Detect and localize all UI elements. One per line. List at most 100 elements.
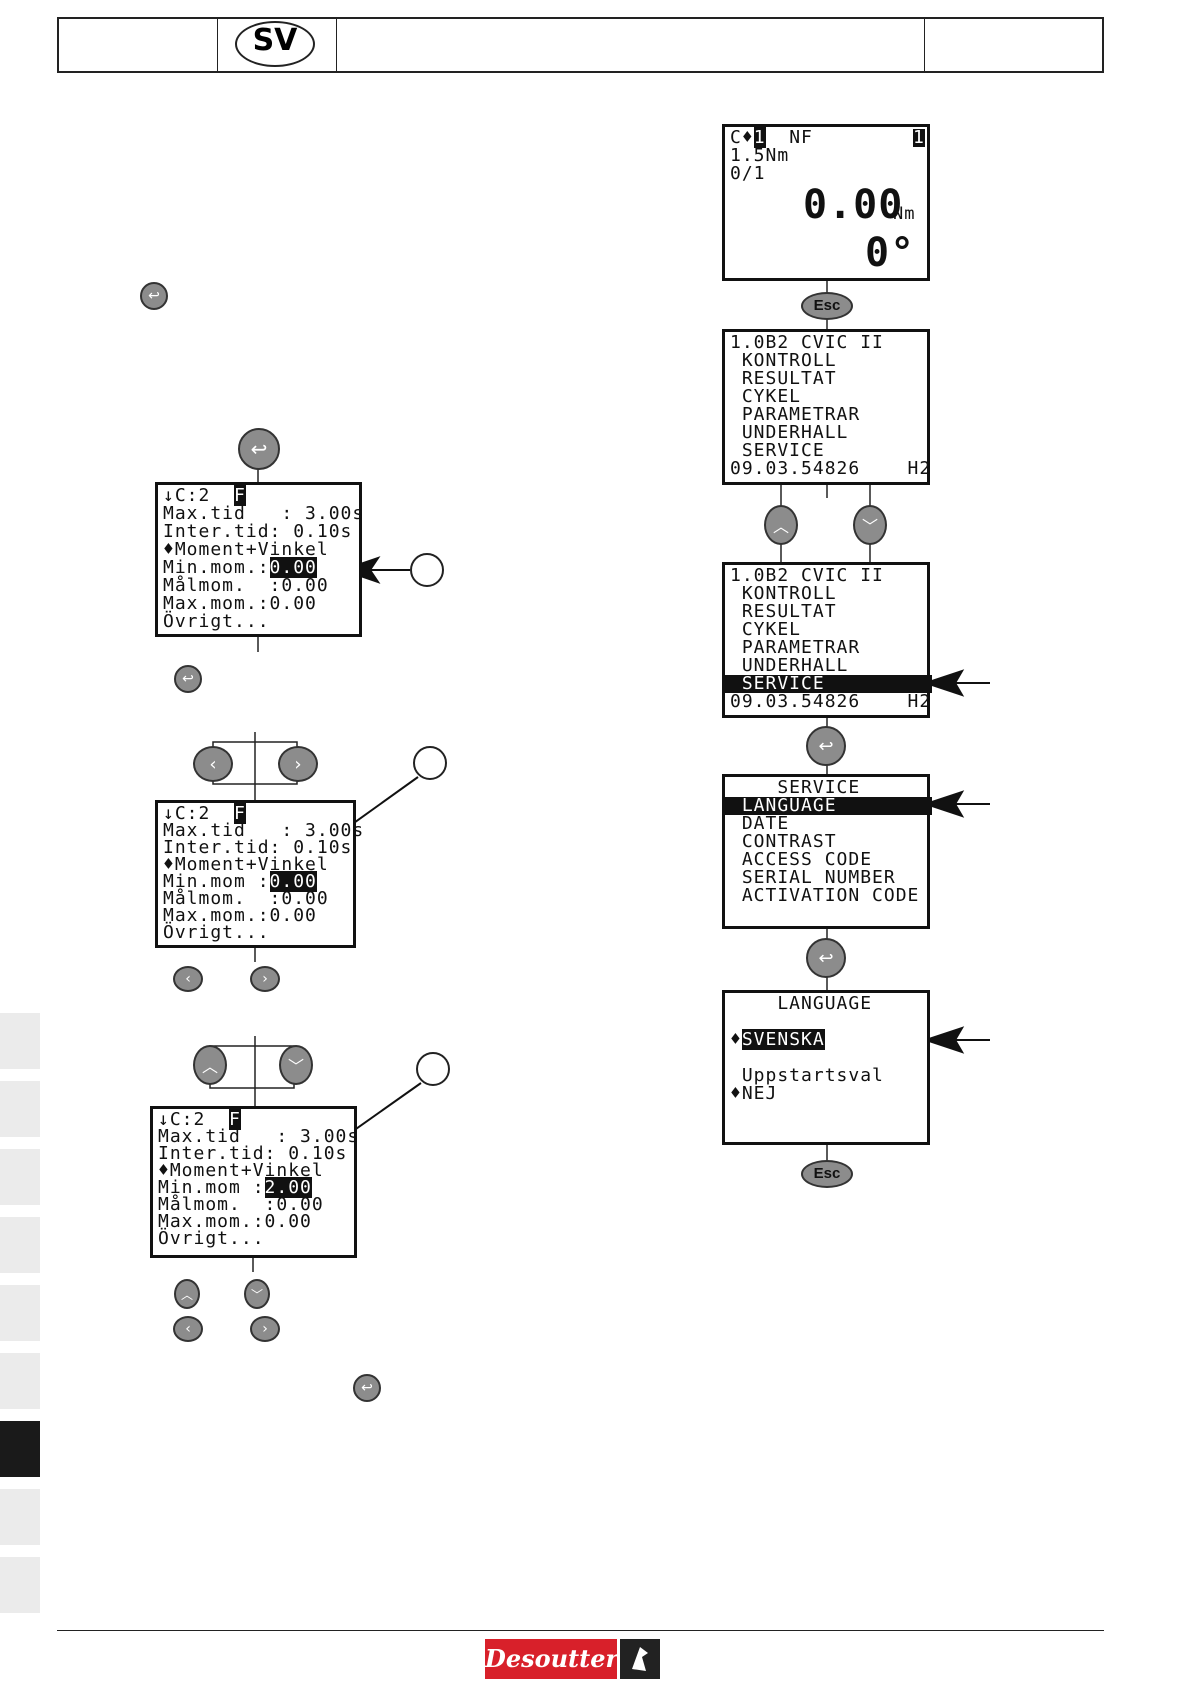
- brand-logo: Desoutter: [485, 1639, 618, 1679]
- down-arrow-key-icon[interactable]: ﹀: [279, 1045, 313, 1085]
- lcd-line: Min.mom :0.00: [163, 871, 317, 892]
- enter-key-icon: ↩: [353, 1374, 381, 1402]
- lcd-line: SERVICE: [730, 777, 861, 798]
- lcd-line: Min.mom.:0.00: [163, 557, 317, 578]
- right-arrow-key-icon[interactable]: ›: [278, 746, 318, 782]
- menu-item-parametrar[interactable]: PARAMETRAR: [730, 404, 861, 425]
- lcd-line: Max.tid : 3.00s: [163, 503, 365, 524]
- lcd-screen-service-menu: SERVICE LANGUAGE DATE CONTRAST ACCESS CO…: [722, 774, 932, 929]
- menu-item-service[interactable]: SERVICE: [730, 440, 825, 461]
- lcd-screen-parameters: ↓C:2 F Max.tid : 3.00s Inter.tid: 0.10s …: [155, 482, 365, 637]
- lcd-line: Målmom. :0.00: [158, 1194, 324, 1215]
- lcd-line: Uppstartsval: [730, 1065, 884, 1086]
- page-header: [57, 17, 1104, 73]
- lcd-line: Övrigt...: [163, 922, 270, 943]
- side-tab[interactable]: [0, 1081, 40, 1137]
- lcd-line: Max.mom.:0.00: [163, 593, 317, 614]
- lcd-line: ♦Moment+Vinkel: [163, 854, 329, 875]
- side-tab[interactable]: [0, 1285, 40, 1341]
- lcd-line: Målmom. :0.00: [163, 888, 329, 909]
- menu-item-underhall[interactable]: UNDERHALL: [730, 655, 849, 676]
- language-code-badge: SV: [235, 21, 315, 67]
- menu-item-service-selected[interactable]: SERVICE: [725, 675, 932, 693]
- lcd-line: ↓C:2 F: [158, 1109, 241, 1130]
- side-tab[interactable]: [0, 1013, 40, 1069]
- menu-item-cykel[interactable]: CYKEL: [730, 386, 802, 407]
- menu-item-kontroll[interactable]: KONTROLL: [730, 583, 837, 604]
- right-arrow-key-icon: ›: [250, 1316, 280, 1342]
- language-option[interactable]: ♦SVENSKA: [730, 1029, 825, 1050]
- angle-value: 0°: [865, 230, 916, 276]
- lcd-screen-run: C♦1 NF 1 1.5Nm 0/1 0.00 Nm 0°: [722, 124, 930, 281]
- side-tab[interactable]: [0, 1489, 40, 1545]
- lcd-line: Inter.tid: 0.10s: [163, 521, 353, 542]
- lcd-screen-parameters: ↓C:2 F Max.tid : 3.00s Inter.tid: 0.10s …: [150, 1106, 358, 1258]
- menu-item-access-code[interactable]: ACCESS CODE: [730, 849, 873, 870]
- header-divider: [924, 19, 925, 71]
- callout-circle: [416, 1052, 450, 1086]
- torque-value: 0.00: [803, 182, 904, 228]
- left-arrow-key-icon[interactable]: ‹: [193, 746, 233, 782]
- up-arrow-key-icon[interactable]: ︿: [764, 505, 798, 545]
- menu-item-resultat[interactable]: RESULTAT: [730, 368, 837, 389]
- menu-item-cykel[interactable]: CYKEL: [730, 619, 802, 640]
- lcd-line: ♦Moment+Vinkel: [163, 539, 329, 560]
- menu-item-serial-number[interactable]: SERIAL NUMBER: [730, 867, 896, 888]
- lcd-line: 0/1: [730, 163, 766, 184]
- side-tab[interactable]: [0, 1353, 40, 1409]
- lcd-line: Max.tid : 3.00s: [163, 820, 365, 841]
- lcd-line: 09.03.54826 H2: [730, 458, 932, 479]
- menu-item-parametrar[interactable]: PARAMETRAR: [730, 637, 861, 658]
- lcd-program-number: 1: [913, 127, 925, 148]
- enter-key-icon: ↩: [140, 282, 168, 310]
- enter-key-icon[interactable]: ↩: [806, 726, 846, 766]
- down-arrow-key-icon[interactable]: ﹀: [853, 505, 887, 545]
- brand-emblem-icon: [620, 1639, 660, 1679]
- callout-circle: [410, 553, 444, 587]
- enter-key-icon: ↩: [174, 665, 202, 693]
- up-arrow-key-icon: ︿: [174, 1279, 200, 1309]
- lcd-line: Inter.tid: 0.10s: [158, 1143, 348, 1164]
- lcd-screen-main-menu-selected: 1.0B2 CVIC II KONTROLL RESULTAT CYKEL PA…: [722, 562, 932, 718]
- menu-item-kontroll[interactable]: KONTROLL: [730, 350, 837, 371]
- bird-emblem-icon: [632, 1647, 648, 1671]
- header-divider: [336, 19, 337, 71]
- down-arrow-key-icon: ﹀: [244, 1279, 270, 1309]
- torque-unit: Nm: [893, 204, 916, 224]
- lcd-line: Max.mom.:0.00: [158, 1211, 312, 1232]
- lcd-line: 1.0B2 CVIC II: [730, 565, 884, 586]
- lcd-line: 1.0B2 CVIC II: [730, 332, 884, 353]
- lcd-screen-main-menu: 1.0B2 CVIC II KONTROLL RESULTAT CYKEL PA…: [722, 329, 930, 485]
- enter-key-icon[interactable]: ↩: [806, 938, 846, 978]
- lcd-line: Max.mom.:0.00: [163, 905, 317, 926]
- menu-item-date[interactable]: DATE: [730, 813, 790, 834]
- up-arrow-key-icon[interactable]: ︿: [193, 1045, 227, 1085]
- menu-item-resultat[interactable]: RESULTAT: [730, 601, 837, 622]
- lcd-line: LANGUAGE: [730, 993, 873, 1014]
- side-tab[interactable]: [0, 1557, 40, 1613]
- lcd-line: ↓C:2 F: [163, 803, 246, 824]
- lcd-line: 09.03.54826 H2: [730, 691, 932, 712]
- enter-key-icon[interactable]: ↩: [238, 428, 280, 470]
- side-tab[interactable]: [0, 1217, 40, 1273]
- menu-item-language-selected[interactable]: LANGUAGE: [725, 797, 932, 815]
- left-arrow-key-icon: ‹: [173, 966, 203, 992]
- lcd-screen-parameters: ↓C:2 F Max.tid : 3.00s Inter.tid: 0.10s …: [155, 800, 363, 948]
- lcd-line: Målmom. :0.00: [163, 575, 329, 596]
- header-divider: [217, 19, 218, 71]
- menu-item-contrast[interactable]: CONTRAST: [730, 831, 837, 852]
- side-tab[interactable]: [0, 1149, 40, 1205]
- esc-key[interactable]: Esc: [801, 292, 853, 320]
- lcd-line: Min.mom :2.00: [158, 1177, 312, 1198]
- esc-key[interactable]: Esc: [801, 1160, 853, 1188]
- lcd-line: ♦Moment+Vinkel: [158, 1160, 324, 1181]
- menu-item-underhall[interactable]: UNDERHALL: [730, 422, 849, 443]
- callout-circle: [413, 746, 447, 780]
- startup-option[interactable]: ♦NEJ: [730, 1083, 778, 1104]
- menu-item-activation-code[interactable]: ACTIVATION CODE: [730, 885, 920, 906]
- side-tab-active[interactable]: [0, 1421, 40, 1477]
- lcd-line: Inter.tid: 0.10s: [163, 837, 353, 858]
- left-arrow-key-icon: ‹: [173, 1316, 203, 1342]
- right-arrow-key-icon: ›: [250, 966, 280, 992]
- lcd-line: Övrigt...: [158, 1228, 265, 1249]
